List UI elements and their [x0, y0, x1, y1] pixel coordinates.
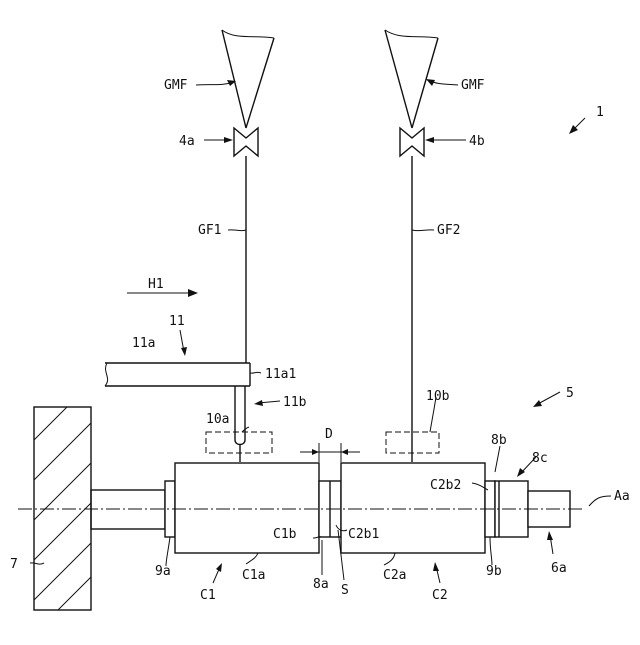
region-10a — [206, 432, 272, 453]
label-c2b1: C2b1 — [348, 527, 379, 542]
label-c1b: C1b — [273, 527, 297, 542]
label-gmf-right: GMF — [461, 78, 485, 93]
label-assembly: 5 — [566, 386, 574, 401]
traverse-hook — [235, 386, 245, 445]
label-region-left: 10a — [206, 412, 229, 427]
label-c2: C2 — [432, 588, 448, 603]
label-eight-a: 8a — [313, 577, 329, 592]
label-nine-b: 9b — [486, 564, 502, 579]
gap-dimension — [300, 443, 360, 462]
label-guide-right: 4b — [469, 134, 485, 149]
label-flange-right: 8b — [491, 433, 507, 448]
roller-c1 — [175, 463, 319, 553]
label-c1: C1 — [200, 588, 216, 603]
label-gap: D — [325, 427, 333, 442]
label-system: 1 — [596, 105, 604, 120]
label-traverse-tip: 11a1 — [265, 367, 296, 382]
right-filament-fan — [385, 30, 438, 128]
label-c2a: C2a — [383, 568, 406, 583]
label-c2b2: C2b2 — [430, 478, 461, 493]
left-filament-fan — [222, 30, 274, 128]
label-traverse: 11 — [169, 314, 185, 329]
label-gmf-left: GMF — [164, 78, 188, 93]
label-traverse-arm: 11a — [132, 336, 155, 351]
thread-guide-left — [234, 128, 258, 156]
label-motor: 7 — [10, 557, 18, 572]
label-gf2: GF2 — [437, 223, 460, 238]
label-guide-left: 4a — [179, 134, 195, 149]
label-nine-a: 9a — [155, 564, 171, 579]
label-c1a: C1a — [242, 568, 265, 583]
label-axis: Aa — [614, 489, 630, 504]
label-s: S — [341, 583, 349, 598]
traverse-arm — [105, 363, 250, 386]
label-h1: H1 — [148, 277, 164, 292]
label-region-right: 10b — [426, 389, 450, 404]
label-gf1: GF1 — [198, 223, 221, 238]
label-hook: 11b — [283, 395, 307, 410]
label-collar: 8c — [532, 451, 548, 466]
label-six-a: 6a — [551, 561, 567, 576]
thread-guide-right — [400, 128, 424, 156]
